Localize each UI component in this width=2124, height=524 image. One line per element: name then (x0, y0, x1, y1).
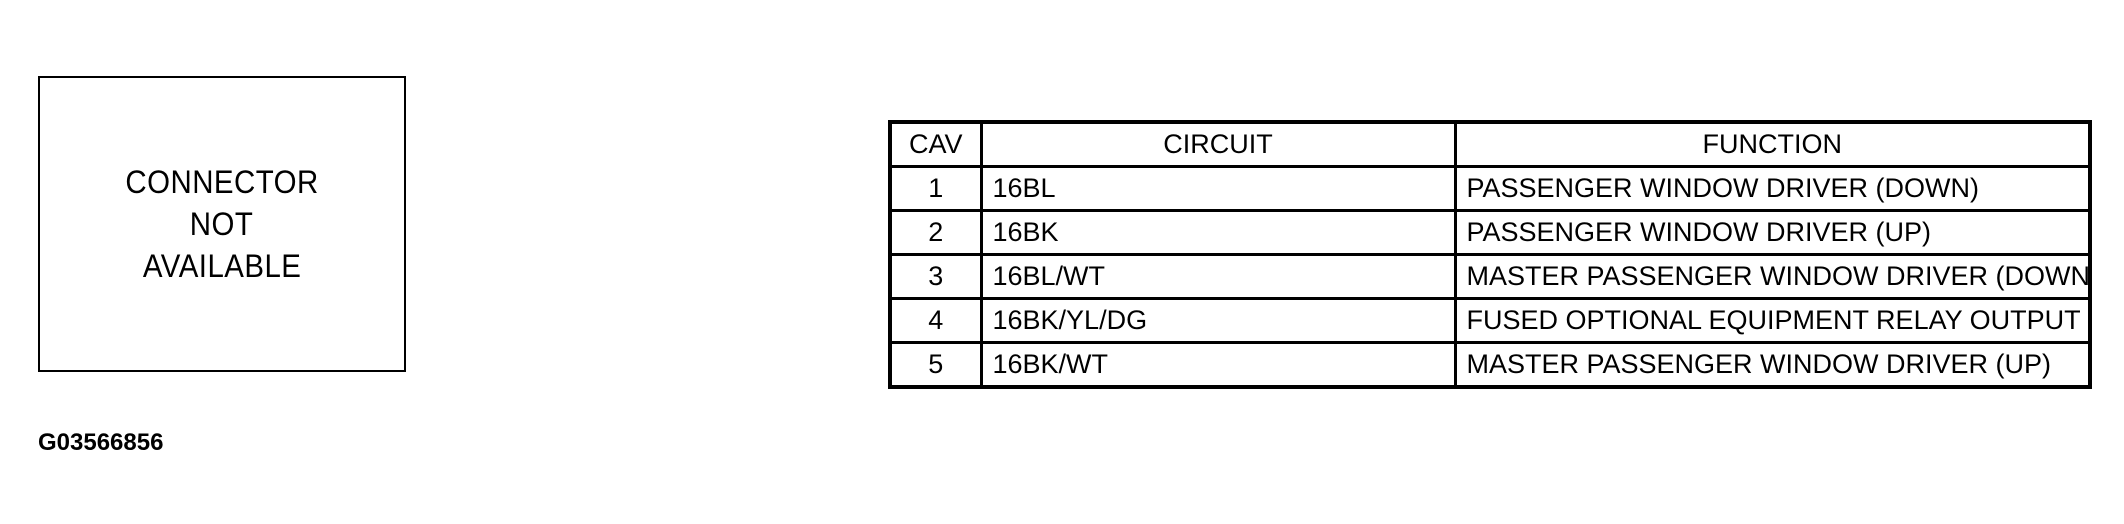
cell-cav: 3 (888, 253, 983, 300)
table-row: 3 16BL/WT MASTER PASSENGER WINDOW DRIVER… (888, 253, 2092, 300)
figure-id: G03566856 (38, 429, 164, 456)
connector-label-line-1: CONNECTOR (125, 164, 319, 200)
connector-label-line-3: AVAILABLE (142, 248, 302, 284)
cell-cav: 4 (888, 297, 983, 344)
table-row: 4 16BK/YL/DG FUSED OPTIONAL EQUIPMENT RE… (888, 297, 2092, 344)
cell-circuit: 16BL (979, 165, 1457, 212)
cell-function: PASSENGER WINDOW DRIVER (DOWN) (1453, 165, 2092, 212)
cell-cav: 2 (888, 209, 983, 256)
header-function: FUNCTION (1453, 120, 2092, 168)
table-row: 2 16BK PASSENGER WINDOW DRIVER (UP) (888, 209, 2092, 256)
header-circuit: CIRCUIT (979, 120, 1457, 168)
cell-circuit: 16BK/WT (979, 341, 1457, 389)
cell-cav: 5 (888, 341, 983, 389)
cell-function: MASTER PASSENGER WINDOW DRIVER (DOWN) (1453, 253, 2092, 300)
cell-circuit: 16BK (979, 209, 1457, 256)
header-cav: CAV (888, 120, 983, 168)
connector-placeholder-box: CONNECTOR NOT AVAILABLE (38, 76, 406, 372)
connector-pinout-table: CAV CIRCUIT FUNCTION 1 16BL PASSENGER WI… (888, 120, 2092, 389)
table-header-row: CAV CIRCUIT FUNCTION (888, 120, 2092, 168)
cell-function: PASSENGER WINDOW DRIVER (UP) (1453, 209, 2092, 256)
connector-label-line-2: NOT (190, 206, 254, 242)
cell-cav: 1 (888, 165, 983, 212)
table-row: 1 16BL PASSENGER WINDOW DRIVER (DOWN) (888, 165, 2092, 212)
cell-circuit: 16BK/YL/DG (979, 297, 1457, 344)
cell-function: FUSED OPTIONAL EQUIPMENT RELAY OUTPUT (1453, 297, 2092, 344)
cell-circuit: 16BL/WT (979, 253, 1457, 300)
cell-function: MASTER PASSENGER WINDOW DRIVER (UP) (1453, 341, 2092, 389)
table-row: 5 16BK/WT MASTER PASSENGER WINDOW DRIVER… (888, 341, 2092, 389)
